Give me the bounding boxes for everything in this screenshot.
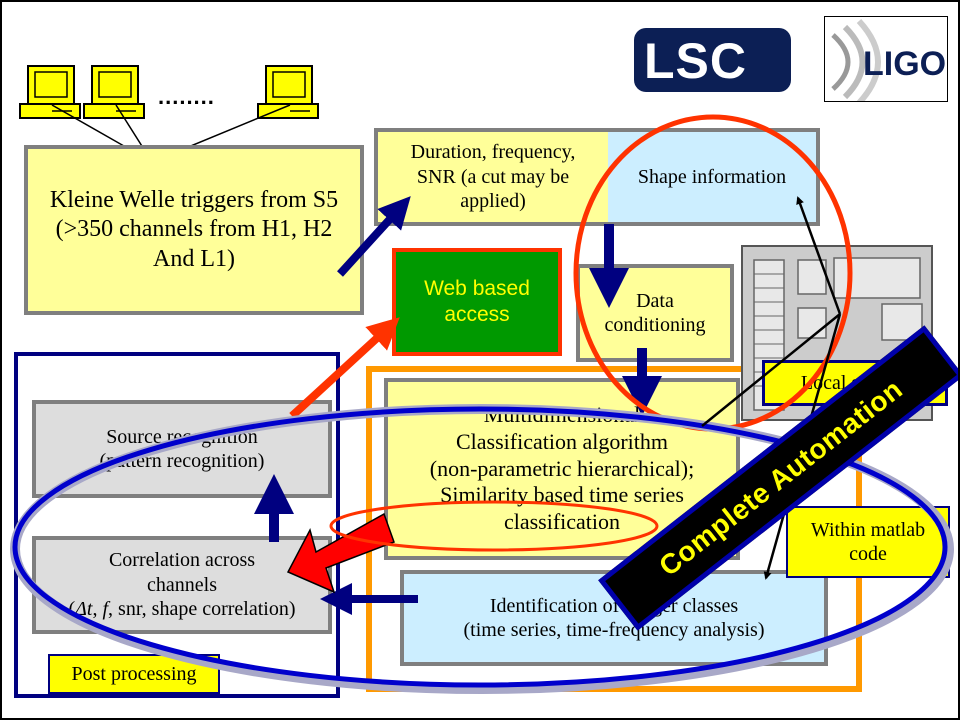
web-based-access-box: Web based access [392, 248, 562, 356]
source-recognition-box: Source recognition (pattern recognition) [32, 400, 332, 498]
data-conditioning-box: Data conditioning [576, 264, 734, 362]
ligo-logo: LIGO [824, 16, 948, 102]
lsc-logo: LSC [634, 28, 791, 92]
ligo-arcs-icon [831, 18, 881, 101]
correlation-line-1: Correlation across [108, 549, 256, 572]
correlation-delta-t: Δt [75, 598, 93, 621]
lsc-logo-text: LSC [644, 33, 747, 89]
shape-information-box: Shape information [608, 132, 816, 222]
correlation-line-3: (Δt, f, snr, shape correlation) [69, 597, 296, 621]
correlation-rest: , snr, shape correlation) [108, 598, 296, 621]
computer-icon [19, 65, 81, 119]
duration-box: Duration, frequency, SNR (a cut may be a… [378, 132, 608, 222]
correlation-box: Correlation across channels (Δt, f, snr,… [32, 536, 332, 634]
ellipsis: ........ [158, 84, 215, 109]
kleine-welle-box: Kleine Welle triggers from S5 (>350 chan… [24, 145, 364, 315]
post-processing-label: Post processing [48, 654, 220, 694]
within-matlab-box: Within matlab code [786, 506, 950, 578]
ligo-logo-text: LIGO [863, 45, 947, 83]
correlation-line-2: channels [147, 573, 217, 596]
correlation-separator: , [92, 598, 103, 621]
computer-icon [257, 65, 319, 119]
computer-icon [83, 65, 145, 119]
